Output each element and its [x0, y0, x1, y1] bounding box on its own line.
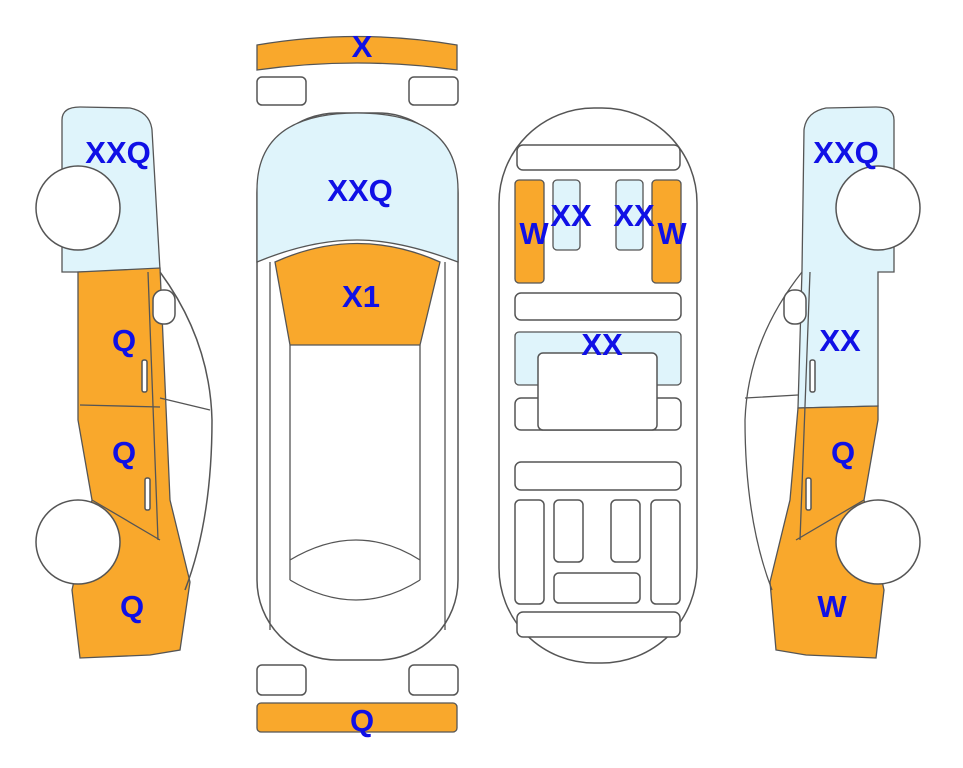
- top-body-lines: [269, 262, 446, 630]
- left-side-mirror: [152, 289, 176, 325]
- left-side-door-lines: [79, 271, 211, 541]
- right-front-wheel: [835, 499, 921, 585]
- front-bumper-label: Q: [350, 703, 374, 738]
- left-front-wheel: [35, 499, 121, 585]
- right-rear-door-handle-icon: [809, 359, 816, 393]
- right-side-view: XXQ XX Q W: [744, 106, 921, 659]
- left-front-seat: [553, 499, 584, 563]
- rear-bumper-label: X: [352, 29, 373, 64]
- left-front-door-label: Q: [112, 435, 136, 470]
- left-side-view: XXQ Q Q Q: [35, 106, 213, 659]
- rear-seat-back: [514, 292, 682, 321]
- front-light-left: [256, 664, 307, 696]
- right-rear-panel[interactable]: [651, 179, 682, 284]
- rear-light-left: [256, 76, 307, 106]
- right-rear-seat[interactable]: [615, 179, 644, 251]
- rear-light-right: [408, 76, 459, 106]
- front-seat-back: [514, 461, 682, 491]
- right-side-mirror: [783, 289, 807, 325]
- right-roof-label: XXQ: [813, 135, 878, 170]
- rear-bench-label: XX: [581, 327, 623, 362]
- right-rear-seat-label: XX: [613, 198, 655, 233]
- left-rear-wheel: [35, 165, 121, 251]
- left-rear-panel[interactable]: [514, 179, 545, 284]
- left-roof-label: XXQ: [85, 135, 150, 170]
- left-rear-seat-label: XX: [550, 198, 592, 233]
- front-light-right: [408, 664, 459, 696]
- right-rear-door-label: XX: [819, 323, 861, 358]
- left-rear-door-handle-icon: [141, 359, 148, 393]
- left-front-door-handle-icon: [144, 477, 151, 511]
- front-bumper[interactable]: [256, 702, 458, 733]
- rear-shelf: [516, 144, 681, 171]
- dashboard: [516, 611, 681, 638]
- right-front-door-handle-icon: [805, 477, 812, 511]
- right-rear-panel-label: W: [657, 216, 687, 251]
- rear-bumper[interactable]: [256, 35, 458, 71]
- right-front-seat: [610, 499, 641, 563]
- dashboard-center: [553, 572, 641, 604]
- left-rear-seat[interactable]: [552, 179, 581, 251]
- right-fender-label: W: [817, 589, 847, 624]
- right-rear-wheel: [835, 165, 921, 251]
- right-front-door-label: Q: [831, 435, 855, 470]
- windshield-panel[interactable]: [274, 242, 441, 346]
- windshield-label: X1: [342, 279, 380, 314]
- roof-label: XXQ: [327, 173, 392, 208]
- left-rear-panel-label: W: [519, 216, 549, 251]
- left-fender-label: Q: [120, 589, 144, 624]
- console: [537, 352, 658, 431]
- left-side-body-outline: [159, 271, 213, 591]
- interior-view: W XX XX W XX: [498, 107, 698, 664]
- roof-panel[interactable]: [256, 112, 459, 263]
- right-front-panel: [650, 499, 681, 605]
- top-view: X XXQ X1 Q: [256, 29, 459, 738]
- left-rear-door-label: Q: [112, 323, 136, 358]
- left-front-panel: [514, 499, 545, 605]
- right-side-lower-panel[interactable]: [769, 405, 885, 659]
- right-side-body-lines: [744, 271, 865, 591]
